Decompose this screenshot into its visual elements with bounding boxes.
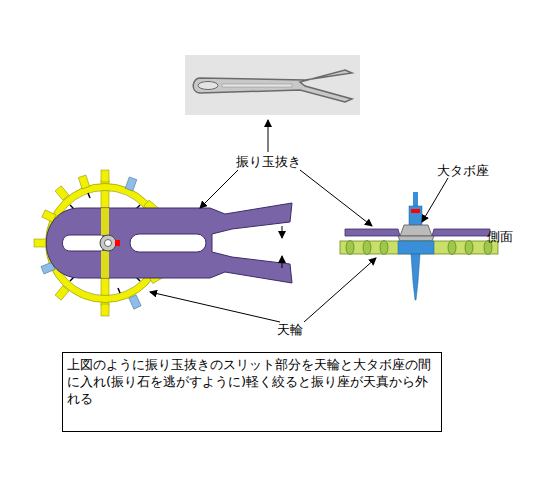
part-label: 天輪 [277,322,303,338]
squeeze-arrows [282,226,283,268]
tool-photo [185,55,360,115]
leader-lines [150,120,448,322]
part-label: 大タボ座 [437,163,489,179]
caption-note: 上図のように振り玉抜きのスリット部分を天輪と大タボ座の間に入れ(振り石を逃がすよ… [62,352,442,432]
part-label: 振り玉抜き [236,154,301,170]
view-label: 側面 [487,229,513,245]
side-view [340,192,498,300]
removal-tool [46,203,292,283]
